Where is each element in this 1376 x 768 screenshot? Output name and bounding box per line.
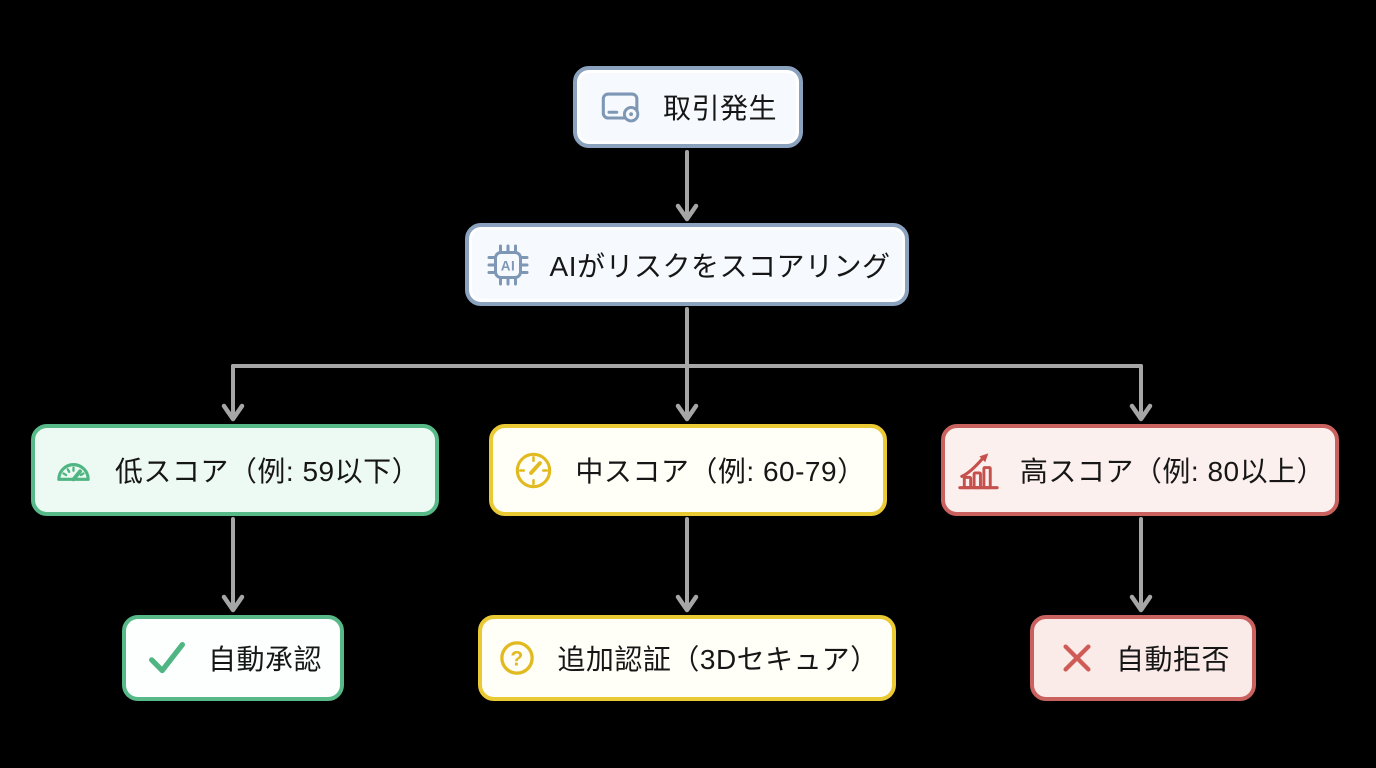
node-auto-approve: 自動承認 [122, 615, 344, 701]
node-label: 自動承認 [207, 644, 322, 675]
node-label: 取引発生 [662, 93, 777, 124]
arrow-high-to-reject [1129, 517, 1153, 613]
node-ai-scoring: AI AIがリスクをスコアリング [465, 223, 909, 306]
node-label: 追加認証（3Dセキュア） [557, 644, 879, 675]
dial-icon [510, 447, 557, 494]
node-label: 低スコア（例: 59以下） [114, 456, 421, 487]
node-low-score: 低スコア（例: 59以下） [31, 424, 439, 516]
node-mid-score: 中スコア（例: 60-79） [489, 424, 887, 516]
node-auto-reject: 自動拒否 [1030, 615, 1256, 701]
gauge-icon [50, 447, 97, 494]
check-icon [144, 635, 190, 681]
question-mark-glyph: ? [511, 647, 524, 670]
x-icon [1056, 637, 1098, 679]
ai-chip-label: AI [500, 258, 515, 273]
question-circle-icon: ? [495, 636, 539, 680]
rising-chart-icon [955, 447, 1002, 494]
node-label: 自動拒否 [1115, 644, 1230, 675]
node-label: 中スコア（例: 60-79） [575, 456, 866, 487]
node-high-score: 高スコア（例: 80以上） [941, 424, 1339, 516]
node-transaction: 取引発生 [573, 66, 803, 148]
node-additional-auth: ? 追加認証（3Dセキュア） [478, 615, 896, 701]
arrow-low-to-approve [221, 517, 245, 613]
ai-chip-icon: AI [484, 241, 532, 289]
credit-card-icon [599, 84, 645, 130]
branch-ai-to-scores [221, 307, 1153, 422]
node-label: 高スコア（例: 80以上） [1019, 456, 1326, 487]
node-label: AIがリスクをスコアリング [549, 250, 891, 282]
arrow-mid-to-auth [675, 517, 699, 613]
arrow-transaction-to-ai [675, 150, 699, 222]
